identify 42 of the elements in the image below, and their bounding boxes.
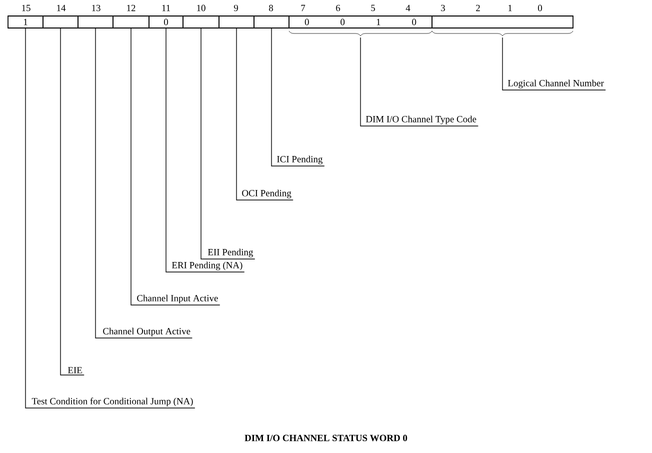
field-label: Channel Input Active <box>137 294 218 304</box>
bit-number: 9 <box>234 4 238 12</box>
leader-line <box>166 28 245 272</box>
leader-line <box>360 37 479 126</box>
bit-number: 10 <box>197 4 206 12</box>
leader-line <box>200 28 256 260</box>
bit-cell: 0 <box>148 16 184 28</box>
field-label: Channel Output Active <box>103 328 190 336</box>
field-label: OCI Pending <box>242 190 292 198</box>
bit-cell <box>218 16 254 28</box>
bit-number: 8 <box>269 4 274 12</box>
bit-number: 4 <box>406 4 410 12</box>
bit-number: 12 <box>127 4 136 12</box>
field-label: ICI Pending <box>277 156 323 164</box>
bit-cell <box>432 16 574 28</box>
bit-cell <box>78 16 114 28</box>
bit-number: 14 <box>57 4 66 12</box>
field-label: Logical Channel Number <box>508 80 604 88</box>
leader-line <box>271 28 325 166</box>
bit-cell <box>254 16 290 28</box>
bit-number: 3 <box>441 4 445 12</box>
field-label: DIM I/O Channel Type Code <box>366 116 476 124</box>
bit-number: 13 <box>92 4 100 12</box>
leader-line <box>502 37 606 90</box>
field-label: EIE <box>68 367 82 374</box>
leader-line <box>60 28 84 376</box>
bit-cell <box>42 16 78 28</box>
field-label: EII Pending <box>208 248 253 258</box>
leader-line <box>95 28 193 338</box>
bit-number: 11 <box>162 4 170 12</box>
leader-line <box>25 28 196 408</box>
bit-field: 0 0 1 0 <box>288 16 432 28</box>
field-label: ERI Pending (NA) <box>172 262 242 270</box>
bit-number: 7 <box>301 4 306 12</box>
bit-number: 15 <box>22 4 30 12</box>
leader-line <box>236 28 294 200</box>
bit-cell <box>182 16 220 28</box>
caption: DIM I/O CHANNEL STATUS WORD 0 <box>244 434 408 442</box>
field-label: Test Condition for Conditional Jump (NA) <box>32 398 193 406</box>
bit-cell: 1 <box>8 16 44 28</box>
bit-cell <box>112 16 150 28</box>
leader-line <box>130 28 220 306</box>
